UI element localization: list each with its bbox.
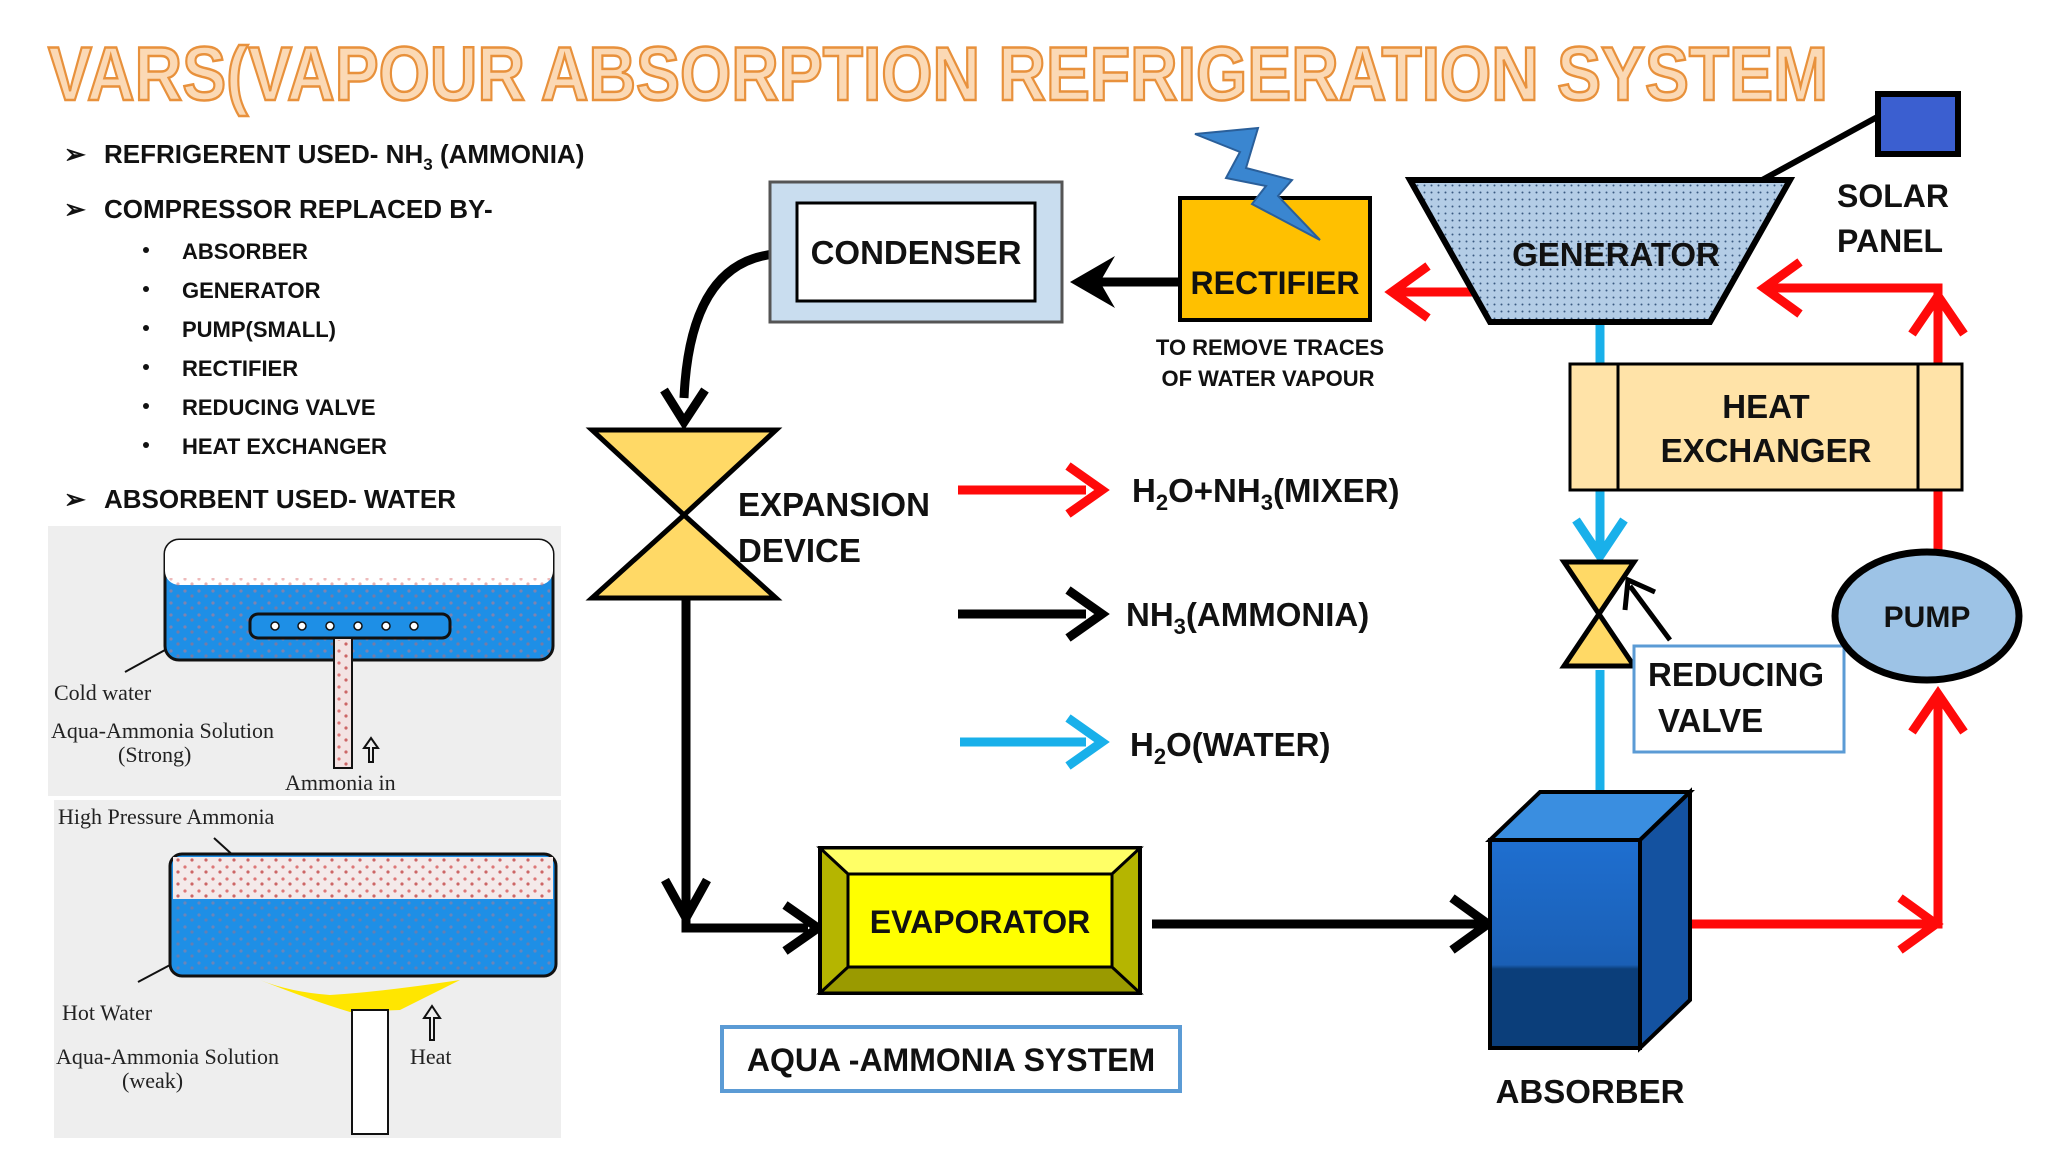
- heat-exchanger-label-1: HEAT: [1722, 388, 1809, 425]
- photo-strong-solution: Cold water Aqua-Ammonia Solution (Strong…: [48, 526, 561, 796]
- pump-label: PUMP: [1884, 601, 1971, 634]
- condenser: CONDENSER: [768, 180, 1064, 324]
- ammonia-in-label: Ammonia in: [285, 770, 396, 795]
- hot-water-label: Hot Water: [62, 1000, 153, 1025]
- weak-solution-label-2: (weak): [122, 1068, 183, 1093]
- high-pressure-label: High Pressure Ammonia: [58, 804, 275, 829]
- expansion-label-1: EXPANSION: [738, 486, 930, 523]
- strong-solution-label-2: (Strong): [118, 742, 191, 767]
- rectifier: RECTIFIER TO REMOVE TRACES OF WATER VAPO…: [1156, 196, 1384, 391]
- rectifier-note-2: OF WATER VAPOUR: [1161, 366, 1374, 391]
- solar-label-2: PANEL: [1837, 223, 1943, 259]
- rectifier-note-1: TO REMOVE TRACES: [1156, 335, 1384, 360]
- page-title: VARS(VAPOUR ABSORPTION REFRIGERATION SYS…: [48, 32, 1828, 117]
- sub-items: ABSORBER GENERATOR PUMP(SMALL) RECTIFIER…: [143, 239, 387, 459]
- evaporator: EVAPORATOR: [816, 846, 1144, 995]
- arrowhead: [1908, 288, 1968, 337]
- solar-panel: SOLAR PANEL: [1837, 91, 1961, 259]
- bullet-compressor: COMPRESSOR REPLACED BY-: [104, 194, 493, 224]
- expansion-label-2: DEVICE: [738, 532, 861, 569]
- expansion-device: EXPANSION DEVICE: [585, 427, 930, 601]
- bullet-refrigerent: REFRIGERENT USED- NH3 (AMMONIA): [104, 139, 584, 174]
- heat-exchanger: HEAT EXCHANGER: [1568, 362, 1964, 492]
- arrowhead: [1908, 686, 1968, 735]
- reducing-valve: REDUCING VALVE: [1559, 559, 1846, 754]
- sub-item: PUMP(SMALL): [182, 317, 336, 342]
- bullet-arrow-icon: ➢: [64, 484, 86, 514]
- arrowhead: [1065, 462, 1110, 518]
- arrowhead: [661, 877, 711, 928]
- arrowhead: [1756, 258, 1803, 318]
- arrowhead: [1065, 586, 1110, 642]
- pump: PUMP: [1831, 548, 2023, 684]
- reducing-valve-label-1: REDUCING: [1648, 656, 1824, 693]
- generator: GENERATOR: [1404, 177, 1796, 325]
- photo-weak-solution: High Pressure Ammonia Hot Water Aqua-Amm…: [54, 800, 561, 1138]
- arrowhead: [1384, 262, 1431, 322]
- flow-condenser-expansion: [679, 249, 776, 399]
- legend-ammonia: NH3(AMMONIA): [1126, 596, 1369, 639]
- cold-water-label: Cold water: [54, 680, 152, 705]
- heat-label: Heat: [410, 1044, 452, 1069]
- arrowhead: [660, 387, 709, 431]
- legend: H2O+NH3(MIXER) NH3(AMMONIA) H2O(WATER): [958, 462, 1399, 770]
- evaporator-label: EVAPORATOR: [870, 904, 1090, 940]
- flow-expansion-evaporator: [681, 600, 808, 933]
- condenser-label: CONDENSER: [811, 234, 1022, 271]
- bullet-arrow-icon: ➢: [64, 194, 86, 224]
- rectifier-label: RECTIFIER: [1191, 265, 1360, 301]
- absorber-label: ABSORBER: [1496, 1073, 1685, 1110]
- generator-label: GENERATOR: [1512, 236, 1720, 273]
- heat-exchanger-label-2: EXCHANGER: [1661, 432, 1872, 469]
- sub-item: GENERATOR: [182, 278, 321, 303]
- up-arrow-icon: [422, 1004, 442, 1041]
- arrowhead: [1065, 714, 1110, 770]
- up-arrow-icon: [362, 736, 380, 763]
- solar-label-1: SOLAR: [1837, 178, 1949, 214]
- bullet-list: ➢ REFRIGERENT USED- NH3 (AMMONIA) ➢ COMP…: [64, 139, 584, 514]
- sub-item: REDUCING VALVE: [182, 395, 376, 420]
- arrowhead: [1897, 894, 1944, 954]
- absorber: ABSORBER: [1485, 787, 1695, 1110]
- arrowhead: [1572, 517, 1628, 565]
- system-label: AQUA -AMMONIA SYSTEM: [720, 1025, 1182, 1093]
- sub-item: HEAT EXCHANGER: [182, 434, 387, 459]
- sub-item: RECTIFIER: [182, 356, 298, 381]
- solar-panel-icon: [1875, 91, 1961, 157]
- reducing-valve-label-2: VALVE: [1658, 702, 1763, 739]
- bullet-arrow-icon: ➢: [64, 139, 86, 169]
- bullet-absorbent: ABSORBENT USED- WATER: [104, 484, 456, 514]
- system-label-text: AQUA -AMMONIA SYSTEM: [747, 1042, 1155, 1078]
- arrowhead: [1070, 256, 1115, 308]
- weak-solution-label: Aqua-Ammonia Solution: [56, 1044, 279, 1069]
- strong-solution-label: Aqua-Ammonia Solution: [51, 718, 274, 743]
- legend-mixer: H2O+NH3(MIXER): [1132, 472, 1399, 515]
- legend-water: H2O(WATER): [1130, 726, 1330, 769]
- lightning-icon: [1194, 126, 1321, 241]
- sub-item: ABSORBER: [182, 239, 308, 264]
